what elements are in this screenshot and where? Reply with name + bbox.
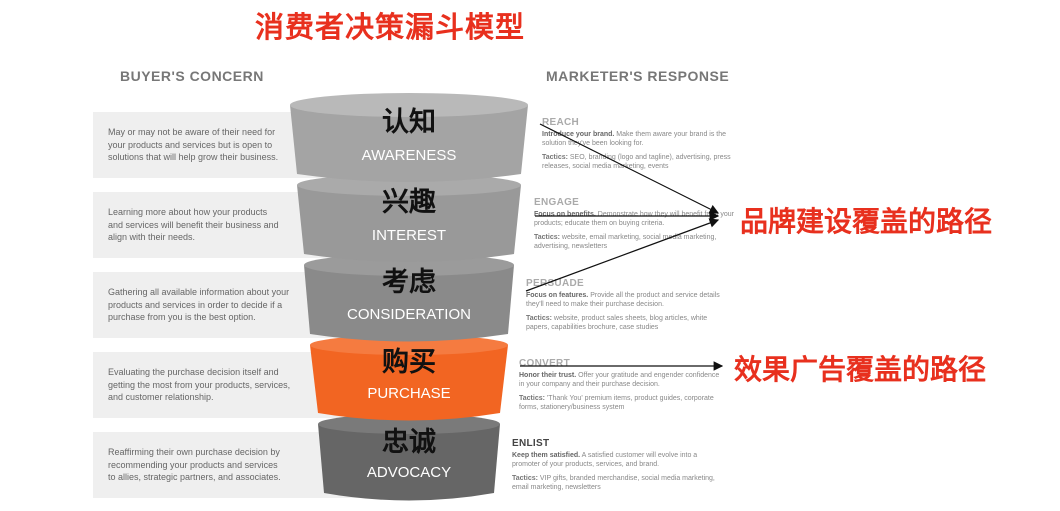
stage-cn-consideration: 考虑 <box>382 267 436 298</box>
concern-line: getting the most from your products, ser… <box>108 379 291 390</box>
tactics-label: Tactics: <box>526 314 552 322</box>
response-persuade: PERSUADE Focus on features. Provide all … <box>526 279 731 337</box>
response-heading: REACH <box>542 117 580 128</box>
response-convert: CONVERT Honor their trust. Offer your gr… <box>519 359 724 417</box>
concern-line: Reaffirming their own purchase decision … <box>108 447 280 458</box>
response-lead: Introduce your brand. <box>542 130 615 138</box>
response-lead: Focus on features. <box>526 291 589 299</box>
marketers-response-header: MARKETER'S RESPONSE <box>546 68 730 84</box>
concern-line: and services will benefit their business… <box>108 219 279 230</box>
concern-line: Gathering all available information abou… <box>108 287 290 298</box>
response-lead: Keep them satisfied. <box>512 451 581 459</box>
response-heading: ENGAGE <box>534 197 580 208</box>
concern-line: align with their needs. <box>108 232 196 243</box>
tactics-text: SEO, branding (logo and tagline), advert… <box>542 153 731 171</box>
response-reach: REACH Introduce your brand. Make them aw… <box>542 118 747 176</box>
concern-line: to allies, strategic partners, and assoc… <box>108 472 281 483</box>
buyers-concern-header: BUYER'S CONCERN <box>120 68 264 84</box>
tactics-text: website, email marketing, social media m… <box>534 233 717 251</box>
response-enlist: ENLIST Keep them satisfied. A satisfied … <box>512 439 717 497</box>
stage-cn-advocacy: 忠诚 <box>382 427 436 458</box>
concern-line: your products and services but is open t… <box>108 139 273 150</box>
response-lead: Focus on benefits. <box>534 210 596 218</box>
stage-en-consideration: CONSIDERATION <box>347 306 471 323</box>
response-heading: CONVERT <box>519 358 570 369</box>
response-body: Offer your gratitude and engender confid… <box>519 371 720 389</box>
tactics-label: Tactics: <box>512 474 538 482</box>
concern-line: products and services in order to decide… <box>108 299 283 310</box>
stage-cn-interest: 兴趣 <box>382 187 436 218</box>
concern-line: purchase from you is the best option. <box>108 312 256 323</box>
stage-cn-awareness: 认知 <box>382 107 436 138</box>
tactics-text: 'Thank You' premium items, product guide… <box>519 394 714 412</box>
callout-performance-path: 效果广告覆盖的路径 <box>734 353 987 386</box>
funnel-stage-purchase <box>310 335 508 421</box>
concern-line: May or may not be aware of their need fo… <box>108 127 276 138</box>
response-lead: Honor their trust. <box>519 371 577 379</box>
tactics-label: Tactics: <box>542 153 568 161</box>
tactics-label: Tactics: <box>534 233 560 241</box>
stage-en-interest: INTEREST <box>372 227 446 244</box>
concern-line: solutions that will help grow their busi… <box>108 152 279 163</box>
response-body: A satisfied customer will evolve into a … <box>512 451 698 469</box>
response-heading: PERSUADE <box>526 278 584 289</box>
response-body: Provide all the product and service deta… <box>526 291 720 309</box>
stage-en-purchase: PURCHASE <box>367 385 450 402</box>
page-title: 消费者决策漏斗模型 <box>255 10 526 44</box>
tactics-text: VIP gifts, branded merchandise, social m… <box>512 474 715 492</box>
response-engage: ENGAGE Focus on benefits. Demonstrate ho… <box>534 198 739 256</box>
stage-cn-purchase: 购买 <box>382 347 436 378</box>
funnel-stage-advocacy <box>318 414 500 501</box>
funnel-stage-awareness <box>290 93 528 182</box>
tactics-label: Tactics: <box>519 394 545 402</box>
stage-en-awareness: AWARENESS <box>362 147 457 164</box>
concern-line: and customer relationship. <box>108 392 214 403</box>
callout-brand-path: 品牌建设覆盖的路径 <box>740 205 993 238</box>
concern-line: recommending your products and services <box>108 459 278 470</box>
concern-line: Learning more about how your products <box>108 207 268 218</box>
stage-en-advocacy: ADVOCACY <box>367 464 451 481</box>
tactics-text: website, product sales sheets, blog arti… <box>526 314 708 332</box>
response-heading: ENLIST <box>512 438 550 449</box>
concern-line: Evaluating the purchase decision itself … <box>108 367 279 378</box>
